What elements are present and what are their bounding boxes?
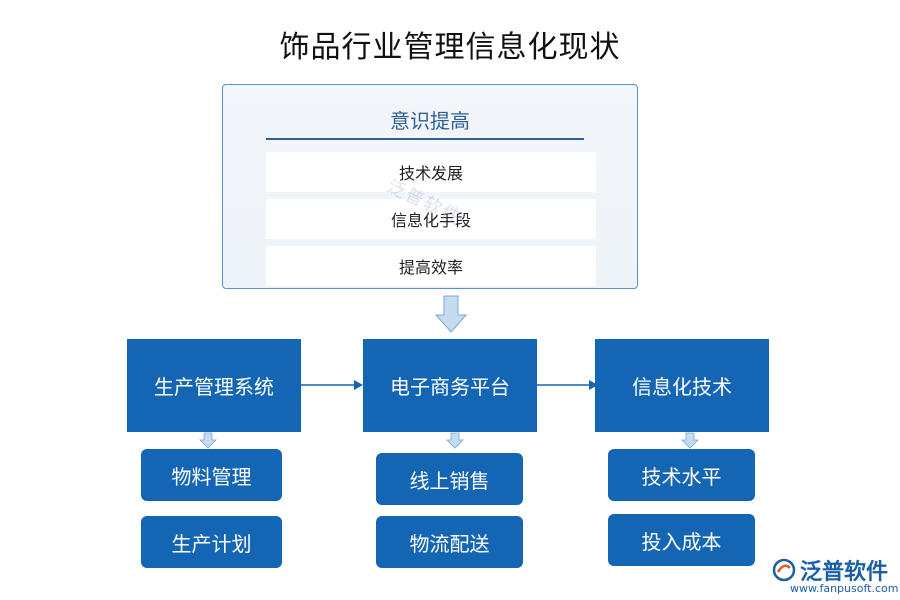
sub-box-logistics: 物流配送 (376, 516, 523, 568)
box-production-management: 生产管理系统 (127, 339, 301, 432)
brand-logo: 泛普软件 (772, 554, 888, 586)
panel-item-informatization-means: 信息化手段 (266, 199, 596, 239)
logo-url: www.fanpusoft.com (790, 582, 899, 595)
box-ecommerce-platform: 电子商务平台 (363, 339, 537, 432)
sub-box-material-management: 物料管理 (141, 449, 282, 501)
panel-item-improve-efficiency: 提高效率 (266, 246, 596, 286)
panel-item-tech-development: 技术发展 (266, 152, 596, 192)
sub-box-investment-cost: 投入成本 (608, 514, 755, 566)
sub-box-online-sales: 线上销售 (376, 453, 523, 505)
diagram-title: 饰品行业管理信息化现状 (279, 30, 621, 65)
logo-name: 泛普软件 (800, 560, 889, 585)
awareness-panel: 意识提高 技术发展 信息化手段 提高效率 (222, 84, 638, 289)
panel-heading: 意识提高 (390, 109, 470, 133)
small-down-arrow-2-icon (446, 432, 464, 449)
small-down-arrow-1-icon (199, 432, 217, 449)
sub-box-production-plan: 生产计划 (141, 516, 282, 568)
small-down-arrow-3-icon (681, 432, 699, 449)
panel-divider (266, 138, 584, 140)
fanpu-logo-icon (772, 558, 796, 582)
down-arrow-icon (434, 295, 468, 333)
arrow-head-1-icon (354, 380, 363, 390)
sub-box-tech-level: 技术水平 (608, 449, 755, 501)
box-information-technology: 信息化技术 (595, 339, 769, 432)
